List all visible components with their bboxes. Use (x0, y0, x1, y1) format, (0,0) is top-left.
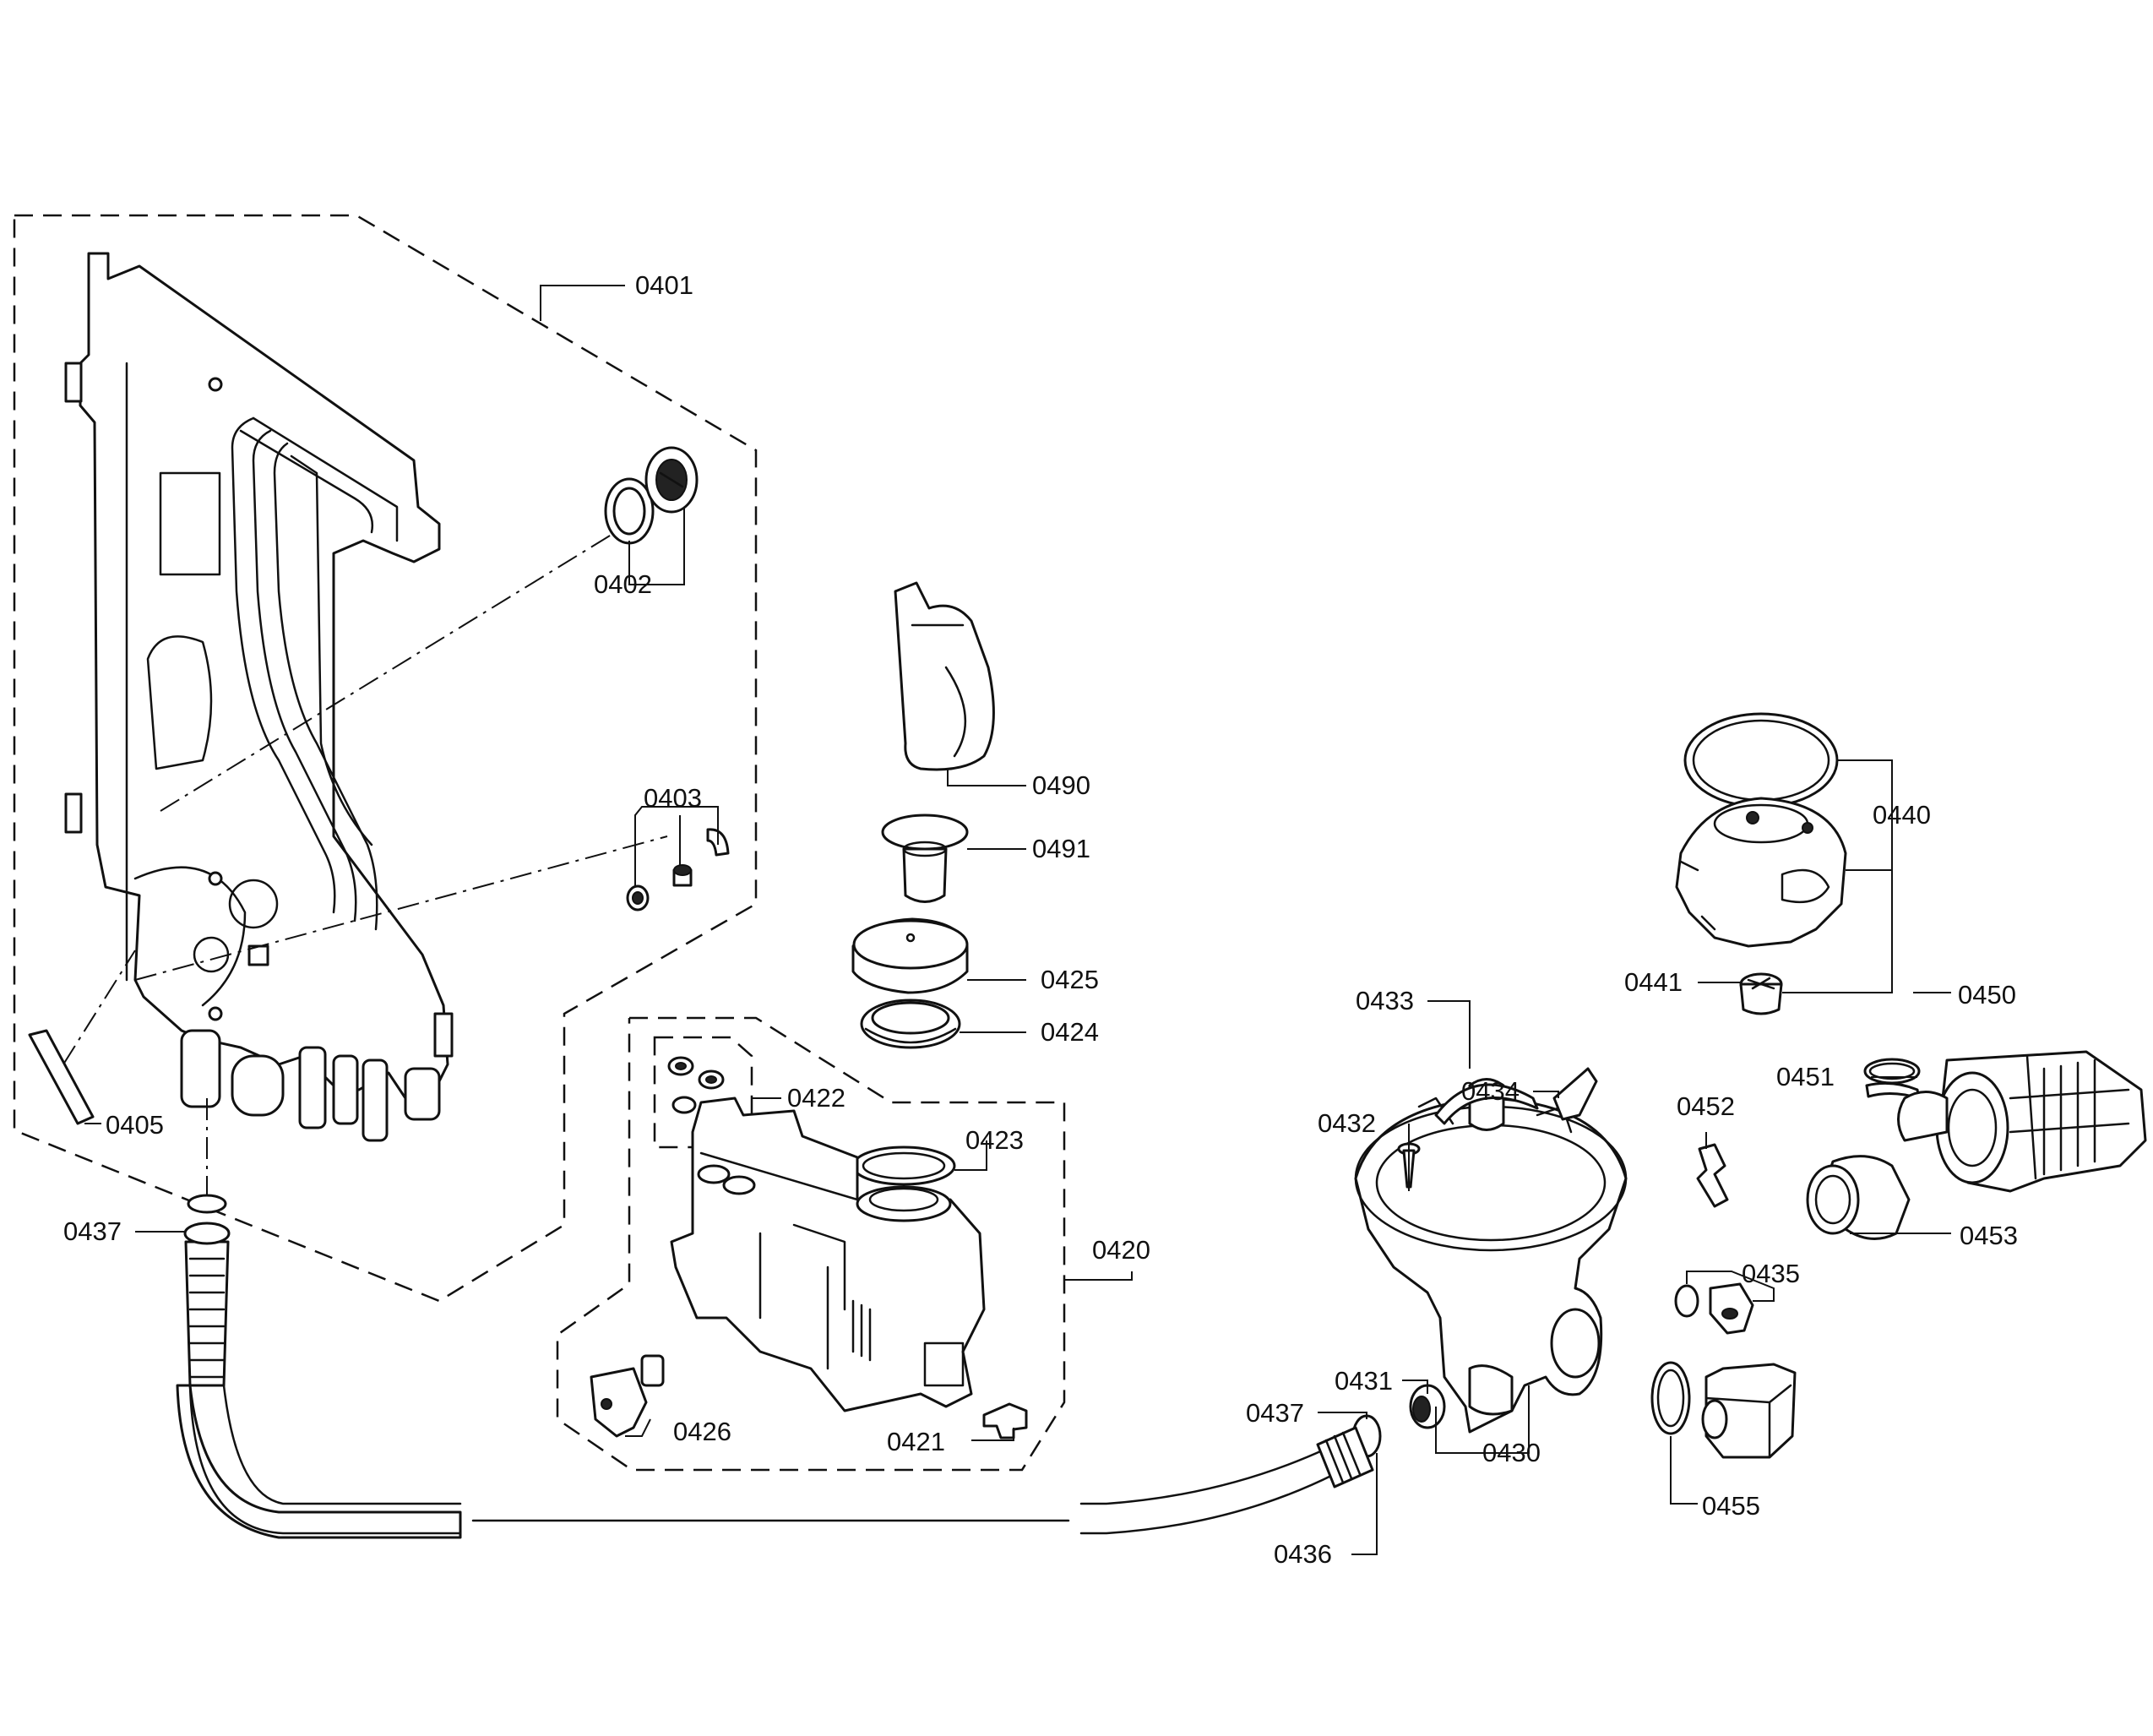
label-0426: 0426 (673, 1417, 731, 1446)
label-0425: 0425 (1041, 965, 1099, 994)
gasket-part-0423 (851, 1146, 956, 1186)
leader-0436 (1351, 1453, 1378, 1555)
axis-line-0405 (63, 950, 136, 1065)
label-0455: 0455 (1702, 1491, 1760, 1521)
label-0450: 0450 (1958, 980, 2016, 1009)
label-0437a: 0437 (63, 1216, 122, 1246)
leader-0440 (1782, 759, 1893, 993)
label-0403: 0403 (644, 783, 702, 813)
valve-part-0435 (1674, 1282, 1754, 1335)
label-0441: 0441 (1624, 967, 1683, 997)
group-boundary-0401 (13, 214, 758, 1303)
label-0434: 0434 (1461, 1076, 1520, 1106)
label-0421: 0421 (887, 1427, 945, 1456)
strap-part-0433 (1434, 1083, 1539, 1125)
leader-0401 (540, 285, 625, 321)
label-0402: 0402 (594, 569, 652, 599)
circulation-pump-part (1897, 1050, 2147, 1193)
axis-line-0402 (160, 523, 630, 812)
label-0451: 0451 (1776, 1062, 1835, 1091)
leader-0434 (1533, 1091, 1559, 1098)
label-0436: 0436 (1274, 1539, 1332, 1569)
pump-housing-part-0430 (1354, 1078, 1628, 1434)
label-0437b: 0437 (1246, 1398, 1304, 1428)
small-parts-0403 (626, 828, 730, 912)
leader-0490 (947, 769, 1026, 786)
leader-0433 (1427, 1000, 1471, 1069)
hose-clamp-0437a (183, 1222, 231, 1245)
ring-part-0424 (860, 999, 961, 1049)
heater-cover-part-0440 (1675, 712, 1847, 948)
label-0452: 0452 (1677, 1091, 1735, 1121)
leader-0402 (628, 507, 685, 585)
leader-0403 (634, 806, 719, 887)
leader-0435 (1686, 1271, 1775, 1302)
group-boundary-0420 (556, 1016, 1066, 1472)
label-0431: 0431 (1335, 1366, 1393, 1396)
label-0440: 0440 (1873, 800, 1931, 830)
label-0420: 0420 (1092, 1235, 1150, 1265)
sump-part-0420 (670, 1097, 986, 1412)
sensor-part-0441 (1739, 972, 1783, 1015)
side-panel-part (64, 252, 454, 1142)
clip-part-0405 (28, 1029, 95, 1125)
clip-part-0421 (982, 1402, 1028, 1439)
funnel-part-0490 (894, 581, 995, 771)
valve-part-0426 (590, 1354, 665, 1438)
filter-part-0491 (881, 814, 969, 903)
label-0423: 0423 (965, 1125, 1024, 1155)
label-0491: 0491 (1032, 834, 1090, 863)
coupling-part-0453 (1806, 1155, 1911, 1240)
label-0453: 0453 (1960, 1221, 2018, 1250)
label-0432: 0432 (1318, 1108, 1376, 1138)
leader-0426 (625, 1418, 651, 1437)
leader-0420 (1064, 1271, 1133, 1281)
leader-0430 (1435, 1385, 1530, 1454)
axis-line-0403 (134, 835, 668, 981)
clamp-part-0450 (1863, 1058, 1921, 1085)
hose-part-right (1316, 1426, 1374, 1488)
label-0430: 0430 (1482, 1438, 1541, 1467)
label-0490: 0490 (1032, 770, 1090, 800)
leader-0437b (1318, 1412, 1367, 1419)
leader-0431 (1402, 1380, 1428, 1394)
label-0435: 0435 (1742, 1259, 1800, 1288)
leader-0423 (954, 1140, 987, 1171)
lid-part-0425 (851, 917, 969, 994)
label-0422: 0422 (787, 1083, 845, 1113)
label-0405: 0405 (106, 1110, 164, 1140)
cap-part-0402 (644, 446, 699, 514)
flap-part-0434 (1552, 1067, 1598, 1121)
drain-pump-part-0455 (1650, 1361, 1797, 1459)
leader-0455 (1670, 1436, 1698, 1505)
label-0433: 0433 (1356, 986, 1414, 1015)
clip-part-0452 (1696, 1143, 1729, 1208)
label-0424: 0424 (1041, 1017, 1099, 1047)
label-0401: 0401 (635, 270, 693, 300)
leader-0421 (971, 1428, 1014, 1441)
hose-part-left (176, 1194, 1336, 1539)
